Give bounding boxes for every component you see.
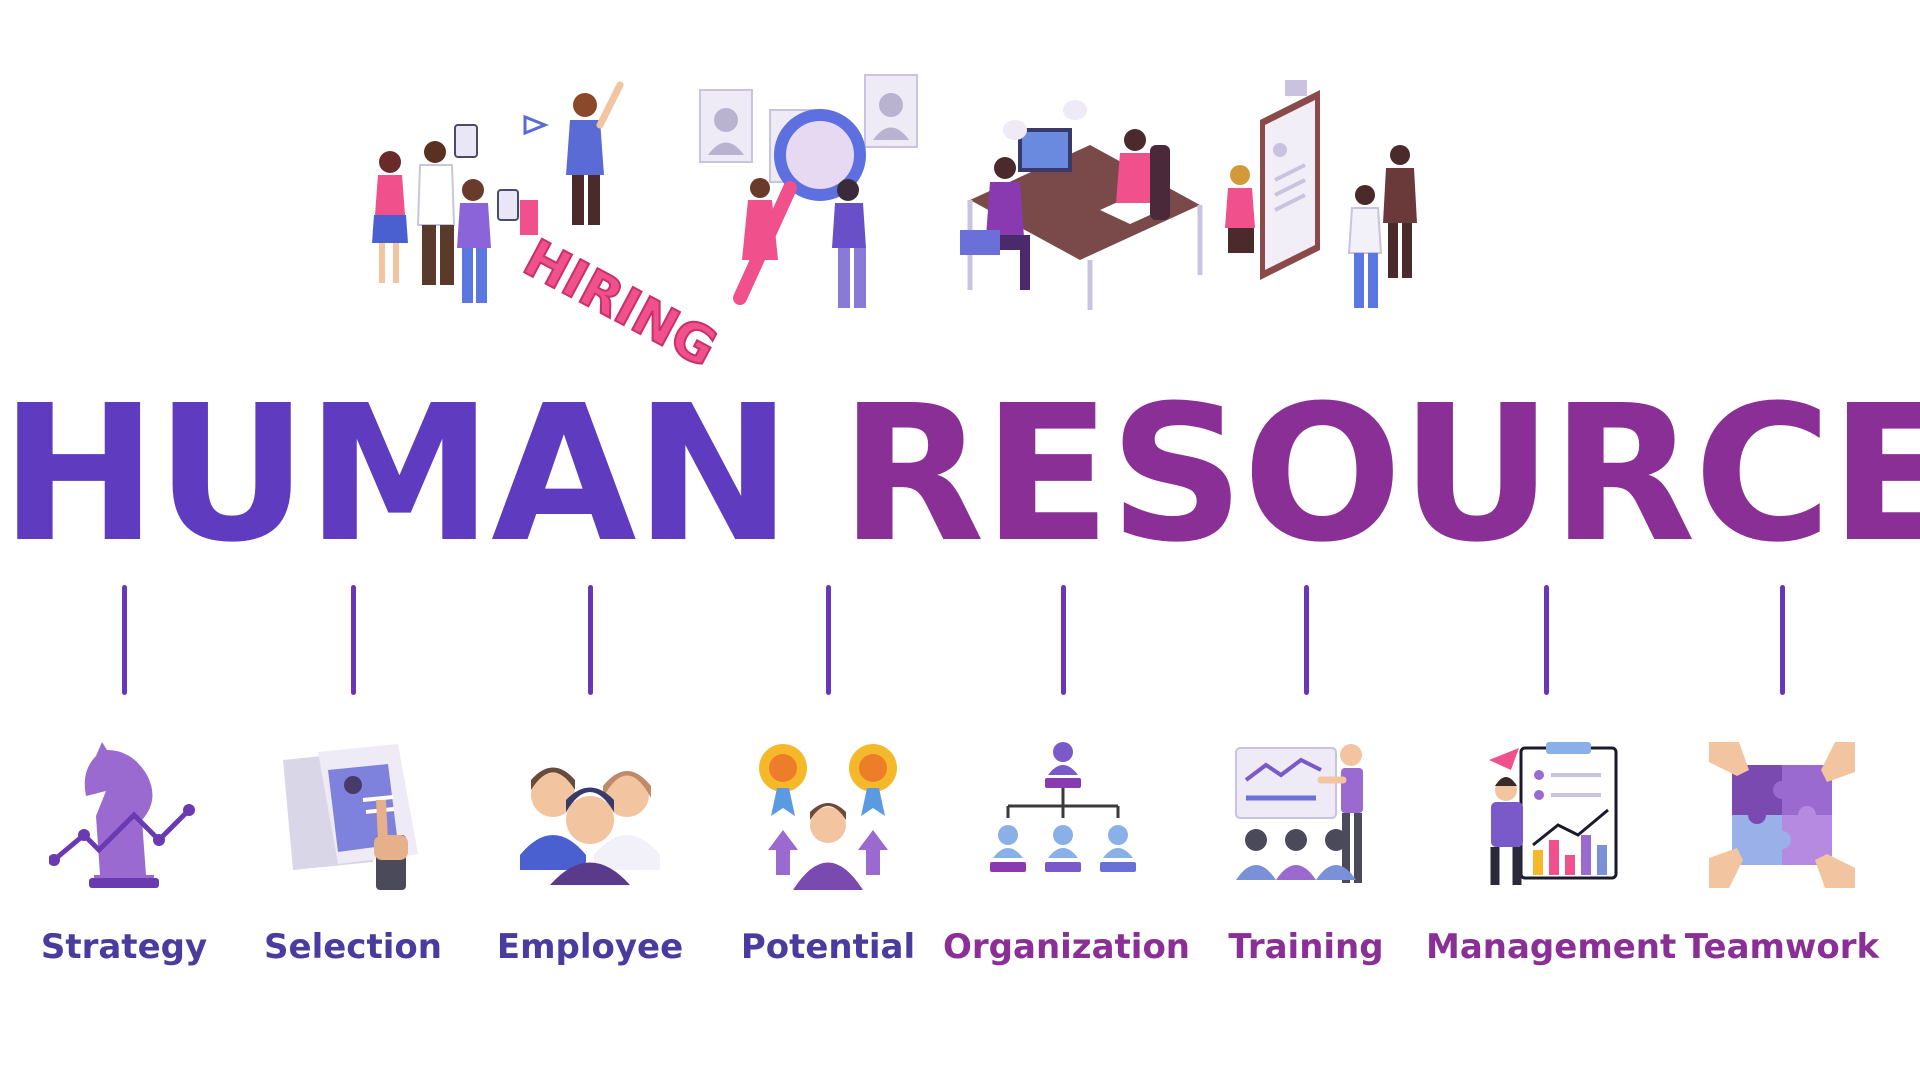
category-label: Training [1228,927,1384,967]
connector-line [121,585,127,695]
resume-review-illustration [1225,80,1417,308]
resume-selection-icon [283,744,418,890]
title-word-resource: RESOURCE [839,365,1920,584]
category-management: Management [1426,585,1677,967]
training-presentation-icon [1235,744,1363,883]
hiring-team-illustration: HIRING [372,81,727,380]
hr-illustrations: HIRING [372,74,1417,380]
category-row: Strategy Selection Employee [0,585,1920,1005]
chess-knight-icon [48,742,195,888]
category-label: Potential [740,927,916,967]
connector-line [825,585,831,695]
puzzle-hands-icon [1709,742,1855,888]
category-potential: Potential [708,585,948,967]
interview-desk-illustration [960,100,1203,310]
connector-line [587,585,593,695]
connector-line [1543,585,1549,695]
category-label: Employee [496,927,684,967]
category-teamwork: Teamwork [1662,585,1902,967]
category-strategy: Strategy [4,585,244,967]
hiring-sign-text: HIRING [514,229,726,380]
award-medals-icon [759,744,897,890]
connector-line [350,585,356,695]
candidate-search-illustration [699,74,918,308]
category-label: Selection [264,927,442,967]
title-word-human: HUMAN [0,365,792,584]
connector-line [1060,585,1066,695]
management-clipboard-icon [1489,742,1618,885]
category-organization: Organization [943,585,1191,967]
category-label: Teamwork [1684,927,1880,967]
category-employee: Employee [470,585,710,967]
category-label: Management [1426,927,1677,967]
category-training: Training [1186,585,1426,967]
employees-group-icon [520,767,660,885]
category-label: Strategy [40,927,208,967]
org-chart-icon [990,742,1136,872]
category-label: Organization [943,927,1191,967]
category-selection: Selection [233,585,473,967]
connector-line [1779,585,1785,695]
connector-line [1303,585,1309,695]
